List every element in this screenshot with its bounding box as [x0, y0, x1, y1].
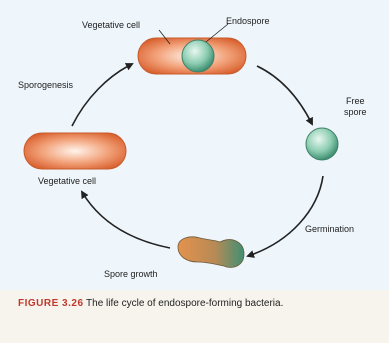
arrow-to-free-spore: [257, 66, 312, 124]
figure-caption: FIGURE 3.26 The life cycle of endospore-…: [18, 297, 378, 311]
life-cycle-diagram: [0, 0, 389, 290]
endospore-label: Endospore: [226, 16, 270, 27]
vegetative-cell-left: [24, 133, 126, 169]
sporogenesis-label: Sporogenesis: [18, 80, 73, 91]
arrow-germination: [248, 176, 323, 256]
figure-label: FIGURE 3.26: [18, 298, 84, 309]
figure-caption-text: The life cycle of endospore-forming bact…: [86, 298, 283, 309]
germination-label: Germination: [305, 224, 354, 235]
arrow-to-vegetative-cell: [82, 192, 170, 248]
endospore: [182, 40, 214, 72]
free-spore-label-line1: Free: [346, 96, 365, 107]
diagram-panel: Vegetative cell Endospore Free spore Spo…: [0, 0, 389, 290]
free-spore: [306, 128, 338, 160]
free-spore-label-line2: spore: [344, 107, 367, 118]
spore-growth-label: Spore growth: [104, 269, 158, 280]
vegetative-cell-left-label: Vegetative cell: [38, 176, 96, 187]
arrow-sporogenesis: [72, 64, 132, 126]
vegetative-cell-top-label: Vegetative cell: [82, 20, 140, 31]
spore-growth-cell: [178, 237, 244, 268]
